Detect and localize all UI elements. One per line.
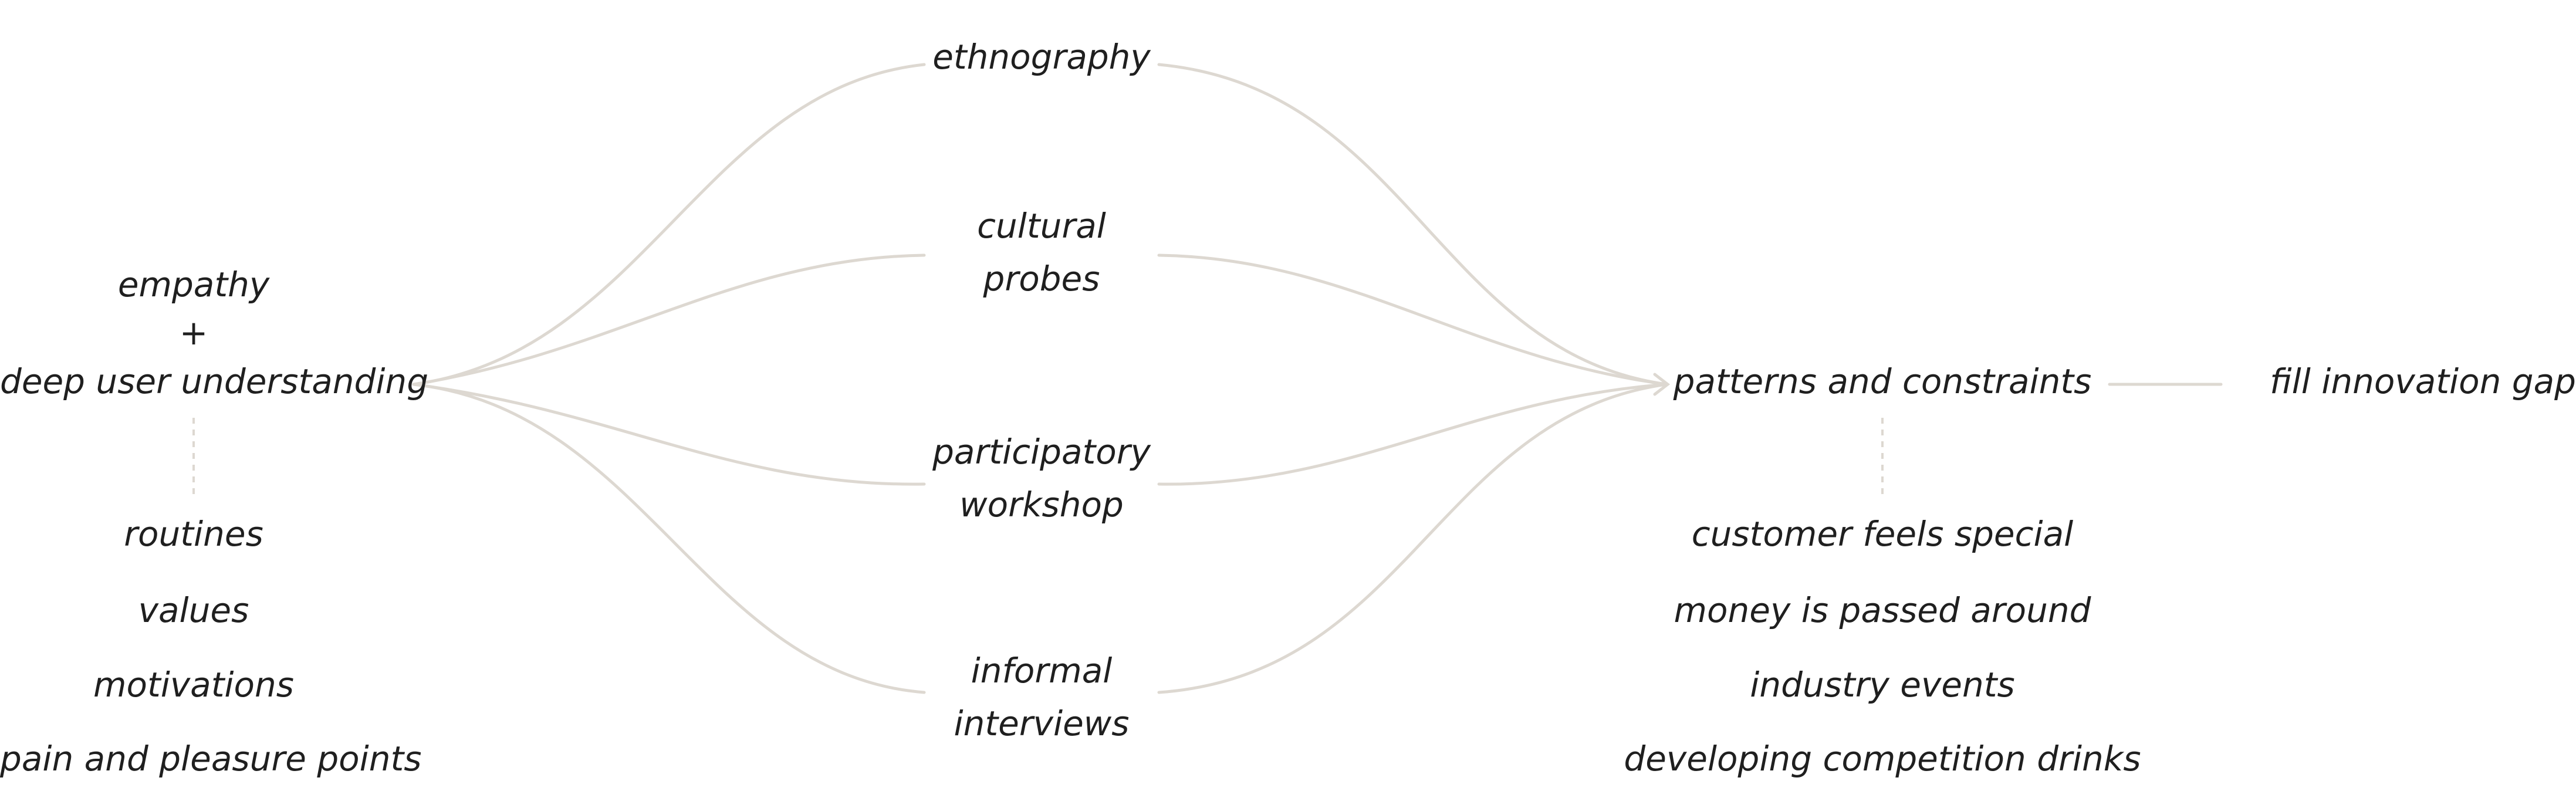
method-informal-interviews-line-1: informal (971, 651, 1113, 691)
fill-innovation-gap-label: fill innovation gap (2270, 361, 2576, 401)
method-cultural-probes: cultural probes (977, 200, 1106, 305)
right-item-industry-events: industry events (1750, 665, 2015, 705)
plus-label: + (179, 313, 208, 353)
connector-empathy-ethnography (412, 63, 926, 386)
connector-empathy-informal-interviews (412, 383, 926, 694)
method-cultural-probes-line-2: probes (983, 259, 1100, 299)
method-cultural-probes-line-1: cultural (977, 206, 1106, 246)
left-item-pain-and-pleasure-points: pain and pleasure points (0, 739, 422, 779)
dashed-connectors (192, 418, 1884, 499)
left-item-values: values (138, 590, 249, 630)
connector-participatory-workshop-patterns (1157, 383, 1668, 486)
patterns-and-constraints-label: patterns and constraints (1673, 361, 2092, 401)
method-ethnography: ethnography (932, 31, 1151, 83)
connector-informal-interviews-patterns (1157, 383, 1668, 694)
empathy-label: empathy (117, 265, 270, 305)
arrowhead (1653, 373, 1671, 396)
connector-ethnography-patterns (1157, 63, 1668, 386)
method-participatory-workshop: participatory workshop (932, 425, 1151, 531)
method-ethnography-line-1: ethnography (932, 37, 1151, 77)
left-item-routines: routines (124, 514, 263, 554)
deep-user-understanding-label: deep user understanding (0, 361, 429, 401)
right-item-customer-feels-special: customer feels special (1691, 514, 2074, 554)
method-participatory-workshop-line-2: workshop (959, 485, 1124, 525)
method-informal-interviews: informal interviews (954, 644, 1130, 750)
connector-empathy-participatory-workshop (412, 383, 926, 486)
connector-empathy-cultural-probes (412, 253, 926, 386)
left-item-motivations: motivations (93, 665, 295, 705)
right-item-developing-competition-drinks: developing competition drinks (1624, 739, 2141, 779)
right-item-money-is-passed-around: money is passed around (1674, 590, 2091, 630)
method-participatory-workshop-line-1: participatory (932, 432, 1151, 472)
connectors (412, 63, 2223, 694)
method-informal-interviews-line-2: interviews (954, 704, 1130, 743)
connector-cultural-probes-patterns (1157, 253, 1668, 386)
